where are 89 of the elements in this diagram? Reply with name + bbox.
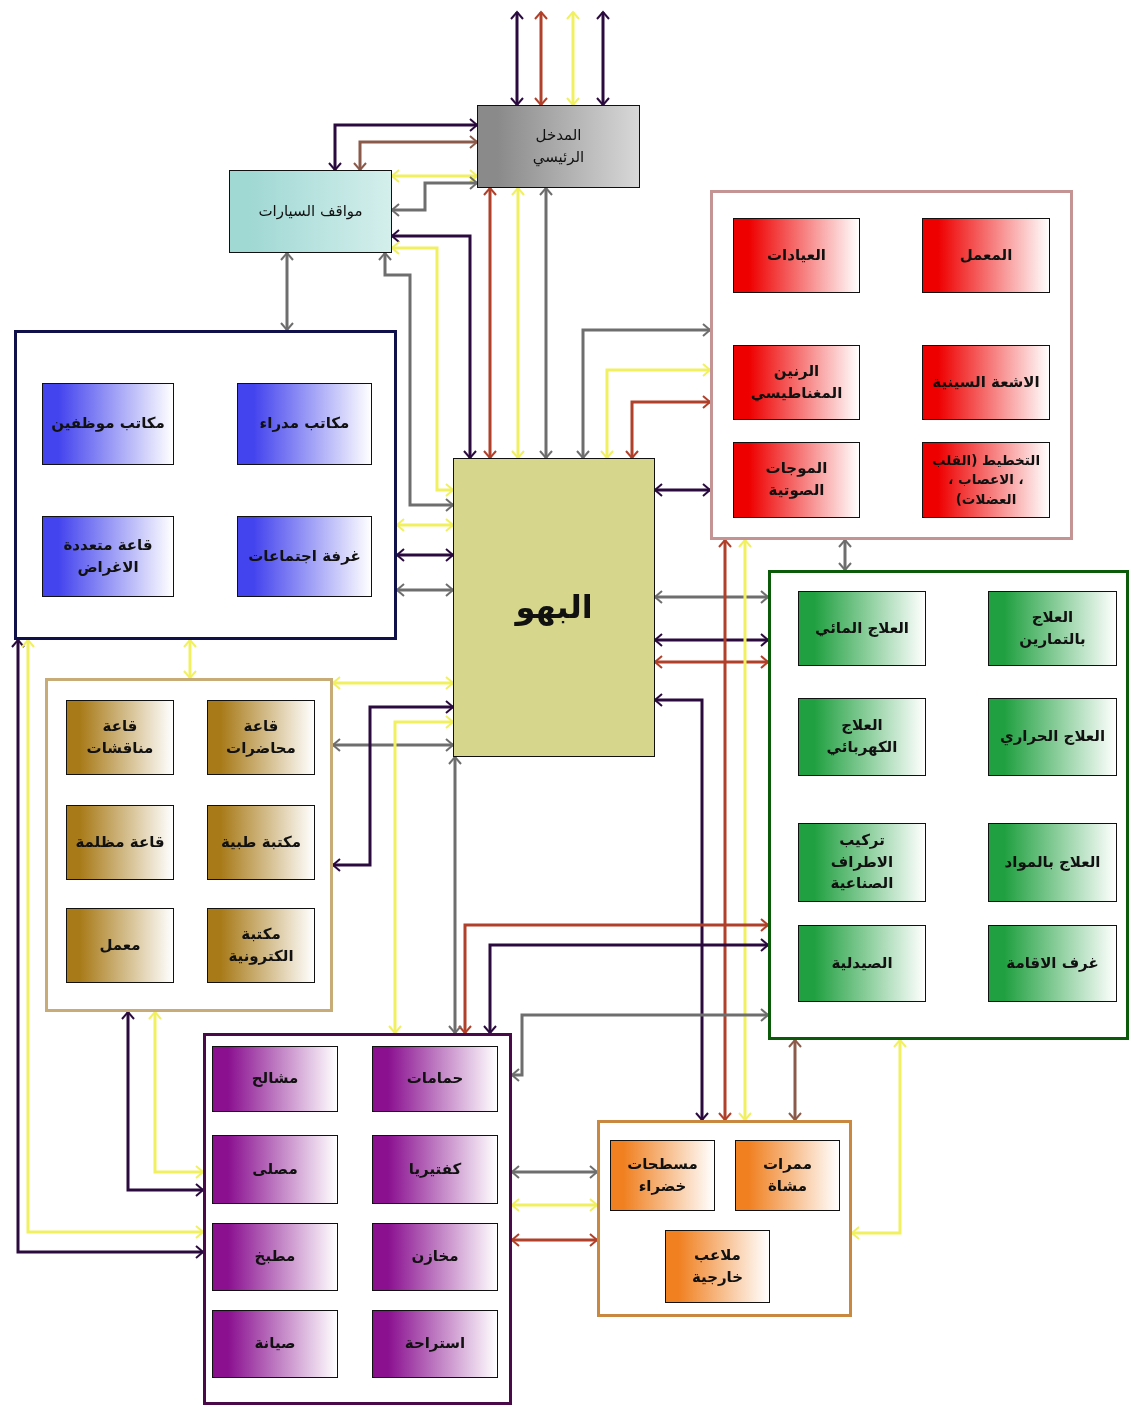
room-box: قاعة متعددة الاغراض bbox=[42, 516, 174, 597]
arrow bbox=[625, 395, 711, 459]
zone-box bbox=[710, 190, 1073, 540]
arrow bbox=[396, 583, 454, 597]
arrow bbox=[838, 539, 852, 571]
room-box: التخطيط (القلب ، الاعصاب ، العضلات) bbox=[922, 442, 1050, 518]
room-box: العلاج الكهربائي bbox=[798, 698, 926, 776]
arrow bbox=[148, 1011, 204, 1179]
room-box: استراحة bbox=[372, 1310, 498, 1378]
zone-box bbox=[45, 678, 333, 1012]
room-box: قاعة محاضرات bbox=[207, 700, 315, 775]
arrow bbox=[738, 539, 752, 1121]
room-box: مطبخ bbox=[212, 1223, 338, 1291]
parking-box: مواقف السيارات bbox=[229, 170, 392, 253]
arrow bbox=[396, 548, 454, 562]
arrow bbox=[654, 693, 709, 1121]
room-box: مصلى bbox=[212, 1135, 338, 1204]
room-box: مكاتب موظفين bbox=[42, 383, 174, 465]
room-box: الصيدلية bbox=[798, 925, 926, 1002]
room-box: تركيب الاطراف الصناعية bbox=[798, 823, 926, 902]
arrow bbox=[332, 676, 454, 690]
arrow bbox=[511, 187, 525, 459]
room-box: العلاج بالمواد bbox=[988, 823, 1117, 902]
room-box: كفتيريا bbox=[372, 1135, 498, 1204]
arrow bbox=[654, 633, 769, 647]
room-box: غرفة اجتماعات bbox=[237, 516, 372, 597]
room-box: الموجات الصوتية bbox=[733, 442, 860, 518]
room-box: الاشعة السينية bbox=[922, 345, 1050, 420]
arrow bbox=[391, 176, 478, 217]
arrow bbox=[391, 229, 477, 459]
arrow bbox=[539, 187, 553, 459]
arrow bbox=[534, 11, 548, 106]
room-box: مسطحات خضراء bbox=[610, 1140, 715, 1211]
arrow bbox=[121, 1011, 204, 1197]
arrow bbox=[510, 11, 524, 106]
arrow bbox=[332, 700, 454, 872]
room-box: الرنين المغناطيسي bbox=[733, 345, 860, 420]
arrow bbox=[388, 715, 454, 1034]
room-box: صيانة bbox=[212, 1310, 338, 1378]
arrow bbox=[183, 639, 197, 679]
arrow bbox=[511, 1198, 598, 1212]
arrow bbox=[483, 938, 769, 1034]
arrow bbox=[448, 756, 462, 1034]
zone-box bbox=[597, 1120, 852, 1317]
arrow bbox=[458, 918, 769, 1034]
room-box: العلاج المائي bbox=[798, 591, 926, 666]
room-box: مكتبة طبية bbox=[207, 805, 315, 880]
room-box: العلاج الحراري bbox=[988, 698, 1117, 776]
arrow bbox=[396, 518, 454, 532]
arrow bbox=[600, 363, 711, 459]
room-box: العلاج بالتمارين bbox=[988, 591, 1117, 666]
arrow bbox=[654, 590, 769, 604]
room-box: ممرات مشاة bbox=[735, 1140, 840, 1211]
arrow bbox=[280, 252, 294, 331]
room-box: غرف الاقامة bbox=[988, 925, 1117, 1002]
room-box: قاعة مظلمة bbox=[66, 805, 174, 880]
room-box: معمل bbox=[66, 908, 174, 983]
arrow bbox=[511, 1008, 769, 1082]
arrow bbox=[391, 241, 454, 497]
arrow bbox=[483, 187, 497, 459]
room-box: العيادات bbox=[733, 218, 860, 293]
lobby-box: البهو bbox=[453, 458, 655, 757]
zone-box bbox=[14, 330, 397, 640]
arrow bbox=[788, 1039, 802, 1121]
room-box: مكتبة الكترونية bbox=[207, 908, 315, 983]
zone-box bbox=[768, 570, 1129, 1040]
arrow bbox=[332, 738, 454, 752]
room-box: مشالح bbox=[212, 1046, 338, 1112]
entrance-box: المدخل الرئيسي bbox=[477, 105, 640, 188]
room-box: ملاعب خارجية bbox=[665, 1230, 770, 1303]
arrow bbox=[566, 11, 580, 106]
arrow bbox=[654, 655, 769, 669]
arrow bbox=[654, 483, 711, 497]
arrow bbox=[391, 169, 478, 183]
room-box: قاعة مناقشات bbox=[66, 700, 174, 775]
arrow bbox=[378, 252, 454, 512]
arrow bbox=[511, 1165, 598, 1179]
room-box: المعمل bbox=[922, 218, 1050, 293]
zone-box bbox=[203, 1033, 512, 1405]
arrow bbox=[576, 323, 711, 459]
room-box: مخازن bbox=[372, 1223, 498, 1291]
room-box: مكاتب مدراء bbox=[237, 383, 372, 465]
arrow bbox=[328, 118, 478, 171]
arrow bbox=[718, 539, 732, 1121]
room-box: حمامات bbox=[372, 1046, 498, 1112]
arrow bbox=[851, 1039, 907, 1240]
arrow bbox=[596, 11, 610, 106]
arrow bbox=[353, 135, 478, 171]
arrow bbox=[511, 1233, 598, 1247]
